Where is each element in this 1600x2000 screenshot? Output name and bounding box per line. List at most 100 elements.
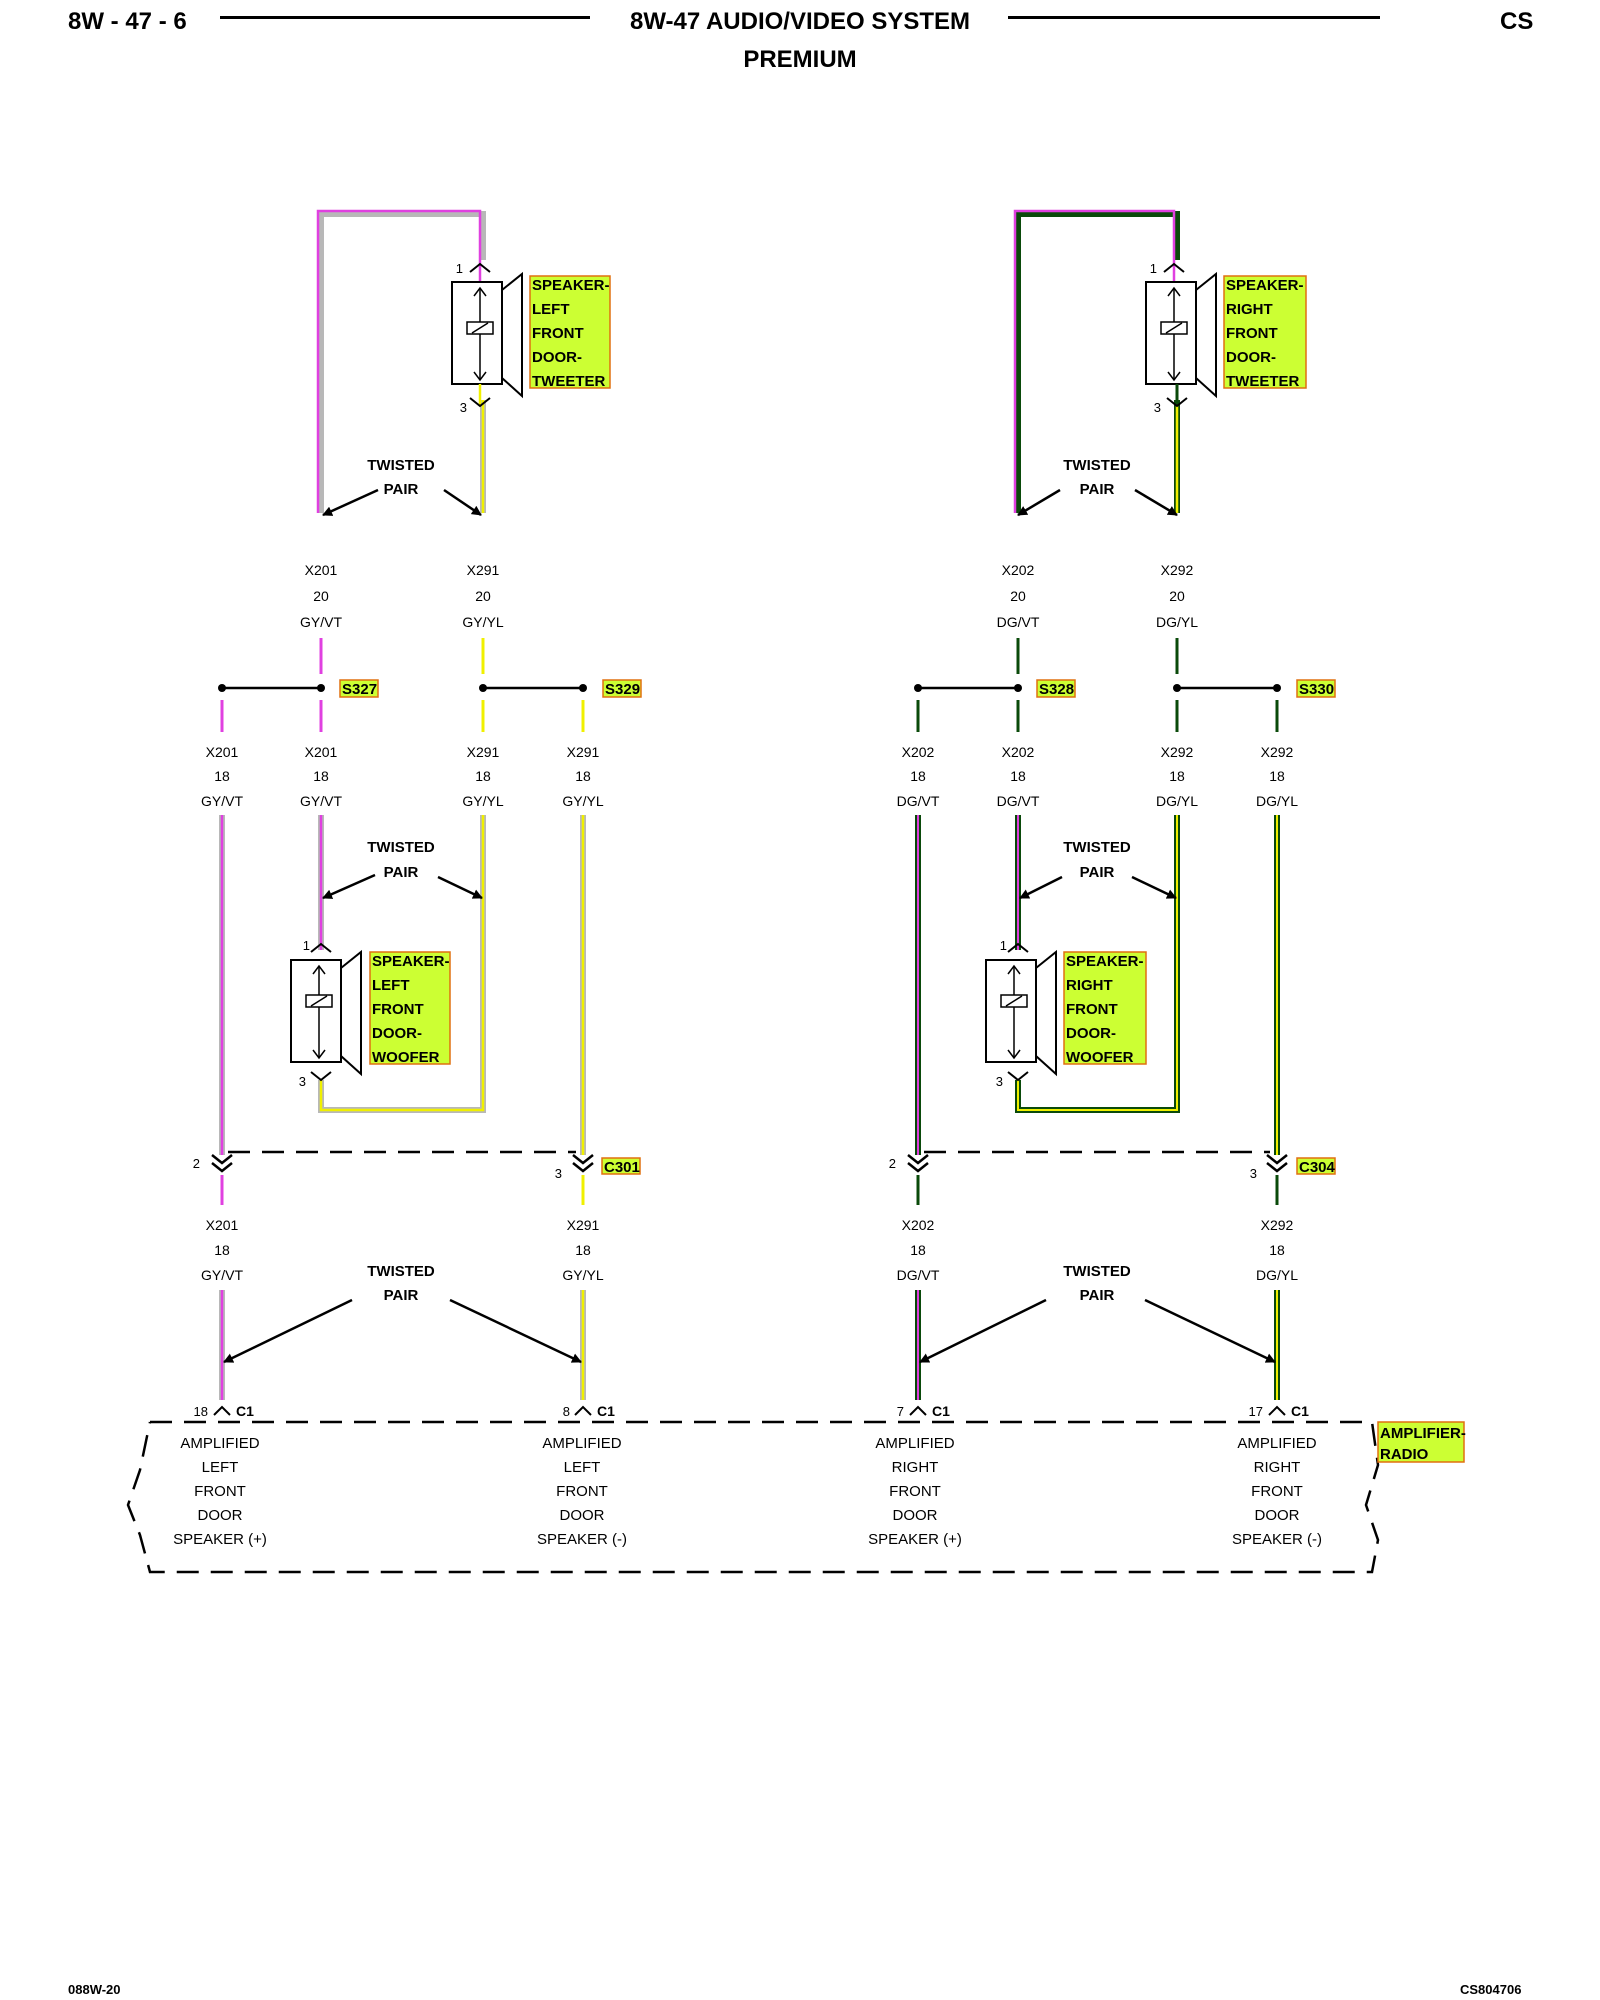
twisted-pair-label-upper-right: TWISTED PAIR [1063,457,1131,498]
splice-s328-label: S328 [1039,681,1074,698]
svg-text:DG/VT: DG/VT [997,614,1040,630]
svg-text:18: 18 [910,768,926,784]
twisted-pair-arrow [1017,488,1061,517]
svg-text:X201: X201 [206,744,239,760]
svg-text:LEFT: LEFT [564,1459,601,1476]
svg-text:8: 8 [563,1404,570,1419]
svg-text:X292: X292 [1261,1217,1294,1233]
svg-text:FRONT: FRONT [194,1483,246,1500]
svg-text:FRONT: FRONT [556,1483,608,1500]
svg-text:C1: C1 [597,1403,615,1419]
module-pin-function: AMPLIFIED RIGHT FRONT DOOR SPEAKER (+) [868,1435,962,1548]
wire-label-x292-20: X292 20 DG/YL [1156,562,1198,630]
speaker-label-line: DOOR- [1066,1025,1116,1042]
module-pin-function: AMPLIFIED LEFT FRONT DOOR SPEAKER (+) [173,1435,267,1548]
svg-text:GY/VT: GY/VT [201,793,243,809]
svg-text:DG/VT: DG/VT [897,793,940,809]
svg-text:X292: X292 [1261,744,1294,760]
twisted-pair-arrow [322,873,376,900]
wire-label-x292-18-c: X292 18 DG/YL [1256,1217,1298,1283]
splice-dots [218,684,1281,692]
svg-text:DOOR: DOOR [893,1507,938,1524]
twisted-pair-arrow [1019,875,1063,900]
speaker-label-line: RIGHT [1066,977,1113,994]
pin-label: 3 [996,1074,1003,1089]
svg-text:DG/YL: DG/YL [1156,793,1198,809]
speaker-left-front-tweeter: 1 3 SPEAKER- LEFT FRONT DOOR- TWEETER [451,260,611,415]
svg-text:20: 20 [313,588,329,604]
svg-text:DG/VT: DG/VT [897,1267,940,1283]
speaker-label-line: WOOFER [372,1049,440,1066]
svg-text:GY/YL: GY/YL [462,793,503,809]
pin-label: 3 [460,400,467,415]
twisted-pair-label-upper-left: TWISTED PAIR [367,457,435,498]
wire-label-x292-18-b: X292 18 DG/YL [1256,744,1298,809]
wire-label-x291-18-a: X291 18 GY/YL [462,744,503,809]
svg-text:X201: X201 [305,744,338,760]
module-pin-7: 7 C1 AMPLIFIED RIGHT FRONT DOOR SPEAKER … [868,1403,962,1548]
svg-text:DG/YL: DG/YL [1256,1267,1298,1283]
svg-text:AMPLIFIED: AMPLIFIED [1237,1435,1316,1452]
svg-text:18: 18 [575,1242,591,1258]
svg-text:GY/VT: GY/VT [300,793,342,809]
wire-label-x201-18-b: X201 18 GY/VT [300,744,342,809]
svg-text:AMPLIFIED: AMPLIFIED [542,1435,621,1452]
svg-text:18: 18 [214,768,230,784]
svg-text:C1: C1 [932,1403,950,1419]
svg-text:RIGHT: RIGHT [1254,1459,1301,1476]
svg-text:GY/VT: GY/VT [300,614,342,630]
svg-text:LEFT: LEFT [202,1459,239,1476]
wire-label-x291-20: X291 20 GY/YL [462,562,503,630]
svg-text:X201: X201 [206,1217,239,1233]
footer-left-code: 088W-20 [68,1982,121,1997]
twisted-pair-label-lower-left: TWISTED PAIR [367,1263,435,1304]
inline-connector-c304: 2 3 C304 [889,1150,1336,1181]
wire-label-x291-18-b: X291 18 GY/YL [562,744,603,809]
svg-text:SPEAKER (-): SPEAKER (-) [537,1531,627,1548]
pin-label: 3 [299,1074,306,1089]
svg-text:18: 18 [575,768,591,784]
page-subtitle: PREMIUM [743,46,857,73]
svg-text:18: 18 [1269,768,1285,784]
header-rule-right [1008,16,1380,19]
svg-text:GY/YL: GY/YL [462,614,503,630]
svg-text:20: 20 [1010,588,1026,604]
header-rule-left [220,16,590,19]
svg-text:18: 18 [214,1242,230,1258]
speaker-label-line: TWEETER [532,373,605,390]
speaker-label-line: SPEAKER- [532,277,610,294]
svg-text:AMPLIFIED: AMPLIFIED [875,1435,954,1452]
svg-text:X291: X291 [467,562,500,578]
svg-text:PAIR: PAIR [1080,864,1115,881]
splice-s330-label: S330 [1299,681,1334,698]
wire-label-x201-18-c: X201 18 GY/VT [201,1217,243,1283]
twisted-pair-arrow [1144,1298,1276,1364]
pin-label: 2 [889,1156,896,1171]
svg-text:PAIR: PAIR [384,481,419,498]
svg-text:X292: X292 [1161,744,1194,760]
module-pin-function: AMPLIFIED LEFT FRONT DOOR SPEAKER (-) [537,1435,627,1548]
svg-text:7: 7 [897,1404,904,1419]
svg-text:RIGHT: RIGHT [892,1459,939,1476]
module-name-line: AMPLIFIER- [1380,1425,1466,1442]
footer-right-code: CS804706 [1460,1982,1522,1997]
speaker-label-line: DOOR- [532,349,582,366]
svg-text:DG/YL: DG/YL [1256,793,1298,809]
speaker-right-front-tweeter: 1 3 SPEAKER- RIGHT FRONT DOOR- TWEETER [1145,260,1307,415]
wire-labels: X201 20 GY/VT X291 20 GY/YL X202 20 DG/V… [201,562,1298,1283]
twisted-pair-arrow [443,488,482,517]
wire-x291-18-woofer [318,815,486,1113]
svg-text:TWISTED: TWISTED [367,457,435,474]
speaker-label-line: FRONT [1066,1001,1118,1018]
svg-text:SPEAKER (+): SPEAKER (+) [173,1531,267,1548]
pin-label: 1 [1150,261,1157,276]
module-pin-18: 18 C1 AMPLIFIED LEFT FRONT DOOR SPEAKER … [173,1403,267,1548]
module-pin-17: 17 C1 AMPLIFIED RIGHT FRONT DOOR SPEAKER… [1232,1403,1322,1548]
svg-text:TWISTED: TWISTED [367,1263,435,1280]
svg-text:X291: X291 [467,744,500,760]
wire-x202-20 [1013,209,1180,513]
svg-text:TWISTED: TWISTED [1063,839,1131,856]
wire-label-x292-18-a: X292 18 DG/YL [1156,744,1198,809]
speaker-label-line: SPEAKER- [1226,277,1304,294]
